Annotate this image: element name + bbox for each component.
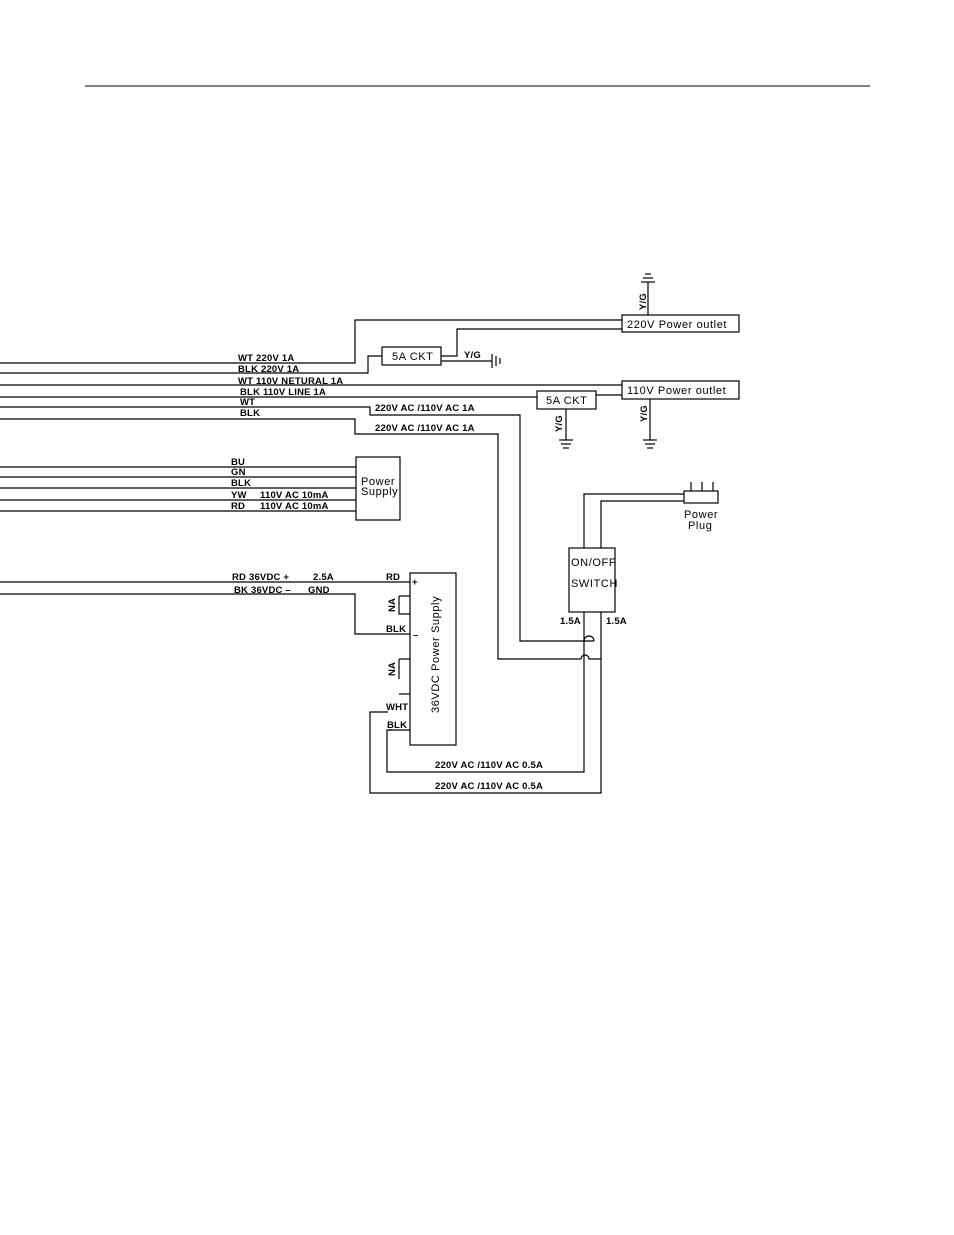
gn-label: GN — [231, 467, 246, 478]
switch-label-1: ON/OFF — [571, 557, 616, 569]
rd-36vdc-label: RD 36VDC + — [232, 572, 289, 583]
yg-ckt-mid-label: Y/G — [554, 415, 565, 432]
psu-36vdc-label: 36VDC Power Supply — [430, 596, 442, 713]
bk-36vdc-value: GND — [308, 585, 330, 596]
current-right-label: 1.5A — [606, 616, 627, 627]
yw-label: YW — [231, 490, 247, 501]
outlet-110v-box — [621, 380, 740, 400]
ckt-top-label: 5A CKT — [392, 351, 434, 363]
terminal-wht-label: WHT — [386, 702, 408, 713]
current-left-label: 1.5A — [560, 616, 581, 627]
yw-value-label: 110V AC 10mA — [260, 490, 329, 501]
ckt-mid-box — [536, 390, 597, 410]
power-supply-label-1: Power — [361, 476, 395, 488]
wt-220-label: WT 220V 1A — [238, 353, 294, 364]
yg-outlet-label: Y/G — [639, 405, 650, 422]
psu-36vdc-wiring — [0, 581, 410, 731]
ac-05a-top-label: 220V AC /110V AC 0.5A — [435, 760, 543, 771]
switch-label-2: SWITCH — [571, 578, 618, 590]
terminal-plus-label: + — [412, 577, 418, 588]
terminal-na2-label: NA — [387, 662, 398, 676]
ac-1a-top-label: 220V AC /110V AC 1A — [375, 403, 475, 414]
terminal-blk2-label: BLK — [387, 720, 407, 731]
yg-ckt-label: Y/G — [464, 350, 481, 361]
power-plug-label-1: Power — [684, 509, 718, 521]
ac-outlet-wiring — [0, 273, 657, 660]
blk-ps-label: BLK — [231, 478, 251, 489]
rd-value-label: 110V AC 10mA — [260, 501, 329, 512]
bu-label: BU — [231, 457, 245, 468]
ckt-top-box — [381, 346, 442, 366]
terminal-blk-label: BLK — [386, 624, 406, 635]
outlet-110v-label: 110V Power outlet — [627, 385, 726, 397]
terminal-na1-label: NA — [387, 598, 398, 612]
bk-36vdc-label: BK 36VDC – — [234, 585, 291, 596]
power-plug-label-2: Plug — [688, 520, 712, 532]
power-plug-body — [683, 490, 719, 504]
ac-1a-bottom-label: 220V AC /110V AC 1A — [375, 423, 475, 434]
rd-label: RD — [231, 501, 245, 512]
power-supply-label-2: Supply — [361, 486, 398, 498]
blk-220-label: BLK 220V 1A — [238, 364, 299, 375]
wt-label: WT — [240, 397, 255, 408]
on-off-switch-box — [568, 547, 616, 613]
blk-110-label: BLK 110V LINE 1A — [240, 387, 326, 398]
wt-110-label: WT 110V NETURAL 1A — [238, 376, 343, 387]
psu-36vdc-box — [409, 572, 457, 746]
outlet-220v-box — [621, 314, 740, 333]
power-supply-wiring — [0, 466, 356, 512]
rd-36vdc-value: 2.5A — [313, 572, 334, 583]
outlet-220v-label: 220V Power outlet — [627, 319, 727, 331]
ac-05a-bottom-label: 220V AC /110V AC 0.5A — [435, 781, 543, 792]
ckt-mid-label: 5A CKT — [546, 395, 588, 407]
blk-label: BLK — [240, 408, 260, 419]
terminal-minus-label: – — [413, 630, 418, 641]
yg-top-label: Y/G — [638, 293, 649, 310]
power-supply-box — [355, 456, 401, 521]
terminal-rd-label: RD — [386, 572, 400, 583]
